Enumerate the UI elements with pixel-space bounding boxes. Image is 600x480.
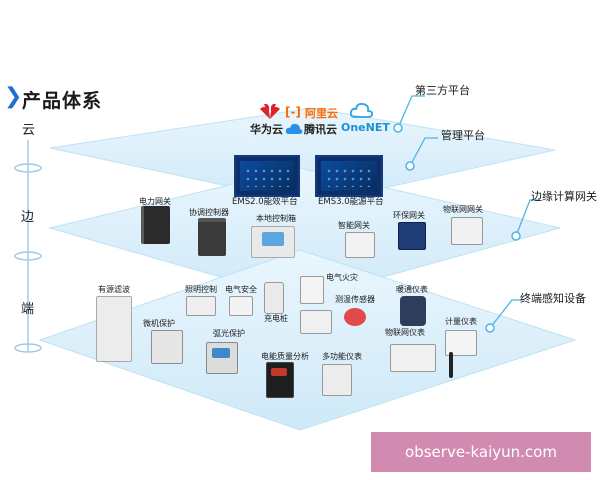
lighting-control-device <box>186 296 216 316</box>
elec-fire-label: 电气火灾 <box>326 273 358 282</box>
watermark-banner: observe-kaiyun.com <box>371 432 591 472</box>
local-cabinet-screen <box>262 232 284 246</box>
power-gateway-device <box>141 206 170 244</box>
hvac-meter-device <box>400 296 426 326</box>
sensor-module <box>300 310 332 334</box>
env-gateway-label: 环保网关 <box>393 211 425 220</box>
active-filter-cabinet <box>96 296 132 362</box>
aliyun-logo-icon: [-] <box>285 105 301 119</box>
micro-protect-device <box>151 330 183 364</box>
title-chevron-icon: ❯ <box>4 84 23 109</box>
end-plane <box>38 249 577 431</box>
aliyun-label: 阿里云 <box>305 107 338 120</box>
onenet-label: OneNET <box>341 121 390 134</box>
env-gateway-device <box>398 222 426 250</box>
tier-label-cloud: 云 <box>22 123 36 138</box>
charging-pile-label: 充电桩 <box>264 314 288 323</box>
power-quality-label: 电能质量分析 <box>261 352 309 361</box>
metering-label: 计量仪表 <box>445 317 477 326</box>
iot-gateway-label: 物联网网关 <box>443 205 483 214</box>
elec-safety-label: 电气安全 <box>225 285 257 294</box>
iot-gateway-device <box>451 217 483 245</box>
coord-controller-device <box>198 218 226 256</box>
elec-fire-device <box>300 276 324 304</box>
arc-protect-device <box>206 342 238 374</box>
antenna-device <box>449 352 453 378</box>
tencent-cloud-label: 腾讯云 <box>304 123 337 136</box>
ems3-platform-screen <box>315 155 383 197</box>
label-terminal-devices: 终端感知设备 <box>520 292 586 305</box>
edge-plane <box>48 167 561 301</box>
temp-sensor-device <box>344 308 366 326</box>
metering-device <box>445 330 477 356</box>
page-title: 产品体系 <box>22 90 103 112</box>
iot-meter-label: 物联网仪表 <box>385 328 425 337</box>
micro-protect-label: 微机保护 <box>143 319 175 328</box>
temp-sensor-label: 测温传感器 <box>335 295 375 304</box>
ems2-platform-screen <box>234 155 300 197</box>
huawei-logo-icon <box>258 103 282 125</box>
tier-label-edge: 边 <box>21 210 35 225</box>
ems3-platform-label: EMS3.0能源平台 <box>318 197 384 207</box>
label-edge-computing-gateway: 边缘计算网关 <box>531 190 597 203</box>
coord-controller-label: 协调控制器 <box>189 208 229 217</box>
arc-protect-label: 弧光保护 <box>213 329 245 338</box>
tencent-cloud-icon <box>285 120 303 139</box>
huawei-cloud-label: 华为云 <box>250 123 283 136</box>
cloud-plane <box>49 107 556 205</box>
multi-meter-label: 多功能仪表 <box>322 352 362 361</box>
smart-gateway-label: 智能网关 <box>338 221 370 230</box>
lighting-control-label: 照明控制 <box>185 285 217 294</box>
active-filter-label: 有源滤波 <box>98 285 130 294</box>
label-management-platform: 管理平台 <box>441 129 485 142</box>
iot-meter-device <box>390 344 436 372</box>
power-quality-display <box>271 368 287 376</box>
elec-safety-device <box>229 296 253 316</box>
local-cabinet-label: 本地控制箱 <box>256 214 296 223</box>
smart-gateway-device <box>345 232 375 258</box>
ems2-platform-label: EMS2.0能效平台 <box>232 197 298 207</box>
arc-protect-screen <box>212 348 230 358</box>
label-third-party-platform: 第三方平台 <box>415 84 470 97</box>
charging-pile-device <box>264 282 284 314</box>
power-gateway-label: 电力网关 <box>139 197 171 206</box>
hvac-meter-label: 暖通仪表 <box>396 285 428 294</box>
tier-label-end: 端 <box>21 302 35 317</box>
onenet-cloud-icon <box>349 101 374 123</box>
multi-meter-device <box>322 364 352 396</box>
